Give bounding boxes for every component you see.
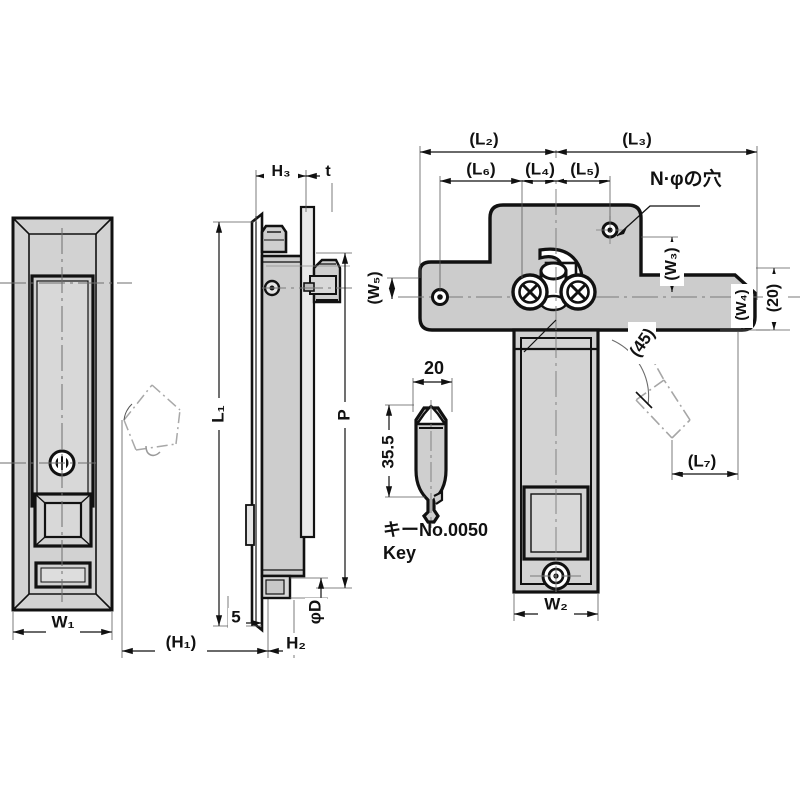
front-small-slot bbox=[34, 561, 92, 589]
dim-l3: (L₃) bbox=[556, 128, 758, 300]
dim-l2: (L₂) bbox=[419, 128, 556, 278]
front-square-recess bbox=[33, 492, 93, 548]
hole-callout-arrow bbox=[617, 225, 628, 236]
dim-l3-label: (L₃) bbox=[622, 129, 652, 148]
plan-mounting-hole bbox=[596, 216, 624, 244]
dim-w1-label: W₁ bbox=[51, 612, 74, 631]
plan-swing-arc bbox=[611, 339, 650, 406]
side-view bbox=[245, 205, 352, 633]
dim-l5: (L₅) bbox=[556, 158, 611, 222]
key-number-caption: キーNo.0050 bbox=[383, 520, 488, 540]
dim-h2: H₂ bbox=[268, 600, 311, 658]
dim-p: P bbox=[316, 252, 355, 589]
front-phantom-handle-outline bbox=[123, 384, 181, 457]
dim-20-label: (20) bbox=[765, 284, 782, 312]
side-body-block bbox=[260, 254, 306, 578]
dim-w3: (W₃) bbox=[641, 236, 684, 292]
dim-key-width-label: 20 bbox=[424, 358, 444, 378]
side-clamp-assembly bbox=[303, 258, 342, 304]
dim-phi-d: φD bbox=[290, 577, 328, 628]
plan-center-cylinder-top bbox=[539, 261, 568, 281]
dim-w3-label: (W₃) bbox=[663, 247, 680, 280]
dim-w2-label: W₂ bbox=[544, 594, 568, 613]
side-faceplate bbox=[250, 211, 264, 633]
key-ward-notch bbox=[433, 490, 444, 505]
side-bottom-cam bbox=[260, 574, 292, 600]
dim-5-label: 5 bbox=[231, 607, 240, 626]
front-view bbox=[0, 216, 181, 612]
key-english-caption: Key bbox=[383, 543, 416, 563]
dim-h3: H₃ bbox=[255, 163, 307, 222]
dim-h1-label: (H₁) bbox=[166, 632, 197, 651]
plan-main-plate bbox=[418, 203, 757, 332]
dim-l1-label: L₁ bbox=[208, 405, 227, 422]
dim-w1: W₁ bbox=[12, 612, 113, 640]
dim-t-label: t bbox=[325, 163, 331, 180]
dim-w2: W₂ bbox=[513, 594, 599, 621]
plan-view bbox=[398, 150, 800, 594]
dim-20: (20) bbox=[756, 267, 790, 331]
plan-handle-mechanism bbox=[511, 247, 597, 312]
dim-l7-label: (L₇) bbox=[688, 451, 717, 470]
dim-l4-label: (L₄) bbox=[525, 159, 555, 178]
dim-l6: (L₆) bbox=[439, 158, 523, 292]
plan-screw-left bbox=[511, 273, 549, 311]
dim-w4-label: (W₄) bbox=[733, 289, 750, 320]
plan-swing-arc-tick bbox=[635, 391, 653, 409]
dim-l6-label: (L₆) bbox=[466, 159, 495, 178]
dim-phi-d-label: φD bbox=[305, 600, 324, 624]
dim-key-height: 35.5 bbox=[378, 404, 425, 498]
side-latch-tab bbox=[245, 504, 255, 546]
dim-45: (45) bbox=[626, 322, 659, 364]
hole-callout-label: N·φの穴 bbox=[650, 167, 722, 190]
front-phantom-arc bbox=[123, 403, 133, 421]
dim-5: 5 bbox=[227, 596, 262, 628]
plan-section-leader bbox=[523, 319, 557, 353]
dim-key-width: 20 bbox=[412, 356, 453, 412]
side-top-knob bbox=[260, 224, 288, 254]
dim-t: t bbox=[306, 163, 338, 212]
dim-p-label: P bbox=[334, 409, 353, 420]
dim-h1: (H₁) bbox=[121, 420, 269, 658]
dim-key-height-label: 35.5 bbox=[378, 435, 397, 468]
dim-h3-label: H₃ bbox=[272, 163, 291, 180]
plan-left-pivot-hole bbox=[431, 288, 449, 306]
hole-callout-leader bbox=[616, 205, 700, 237]
plan-screw-right bbox=[559, 273, 597, 311]
dim-l4: (L₄) bbox=[521, 158, 559, 185]
dim-h2-label: H₂ bbox=[286, 633, 306, 652]
dim-w5-label: (W₅) bbox=[366, 271, 383, 304]
side-mounting-plate bbox=[299, 205, 316, 539]
key-detail-view bbox=[414, 400, 448, 528]
dim-l7: (L₇) bbox=[671, 332, 739, 480]
dim-l2-label: (L₂) bbox=[469, 129, 498, 148]
dim-w4: (W₄) bbox=[720, 284, 770, 331]
hole-callout: N·φの穴 bbox=[616, 167, 754, 237]
dim-l1: L₁ bbox=[208, 221, 262, 627]
dim-w5: (W₅) bbox=[363, 265, 418, 309]
dim-l5-label: (L₅) bbox=[570, 159, 600, 178]
